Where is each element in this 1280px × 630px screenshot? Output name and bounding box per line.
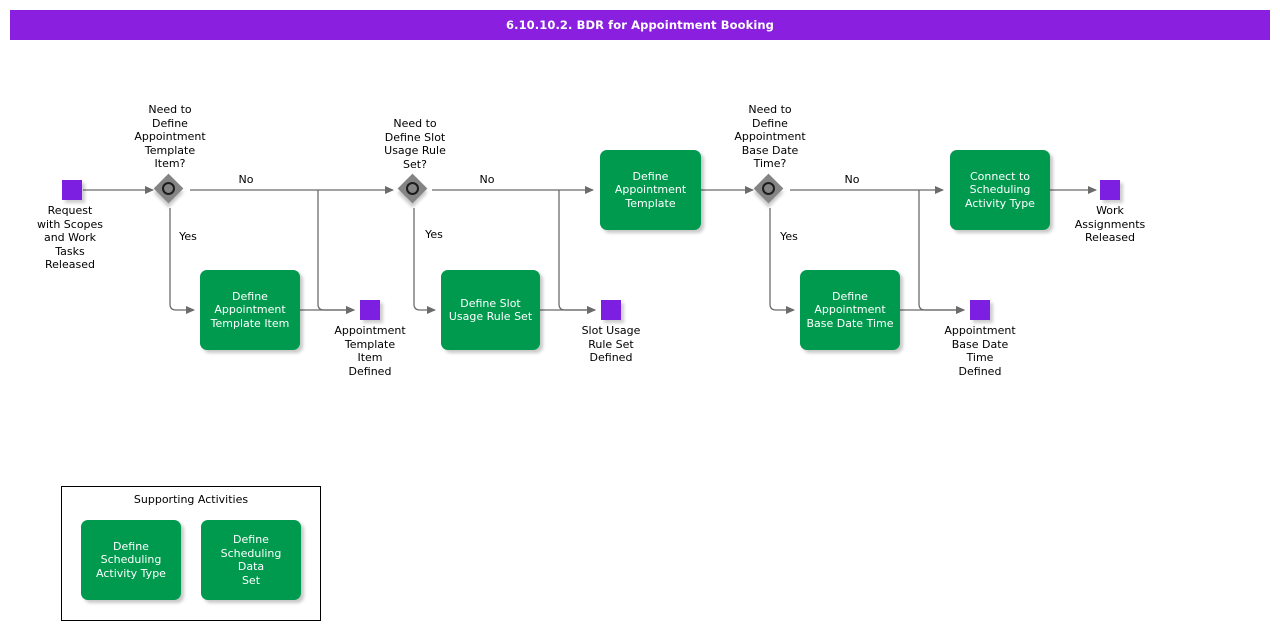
- event-slot-usage-rule-set-defined-label: Slot Usage Rule Set Defined: [581, 324, 641, 364]
- event-appointment-base-date-time-defined[interactable]: [970, 300, 990, 320]
- task-define-scheduling-data-set[interactable]: Define Scheduling Data Set: [201, 520, 301, 600]
- task-define-scheduling-data-set-label: Define Scheduling Data Set: [220, 533, 282, 587]
- event-work-assignments-released[interactable]: [1100, 180, 1120, 200]
- inclusive-gateway-circle-icon: [406, 182, 419, 195]
- page-title: 6.10.10.2. BDR for Appointment Booking: [506, 18, 774, 32]
- task-define-scheduling-activity-type-label: Define Scheduling Activity Type: [96, 539, 166, 580]
- task-connect-to-scheduling-activity-type-label: Connect to Scheduling Activity Type: [965, 169, 1035, 210]
- flow-label-no-3: No: [844, 173, 860, 186]
- event-slot-usage-rule-set-defined[interactable]: [601, 300, 621, 320]
- inclusive-gateway-circle-icon: [162, 182, 175, 195]
- diagram-title-bar: 6.10.10.2. BDR for Appointment Booking: [10, 10, 1270, 40]
- task-define-appointment-template-item-label: Define Appointment Template Item: [210, 289, 290, 330]
- flow-label-no-2: No: [479, 173, 495, 186]
- inclusive-gateway-circle-icon: [762, 182, 775, 195]
- flow-gw1-yes: [169, 208, 195, 314]
- gateway-appointment-template-item-label: Need to Define Appointment Template Item…: [134, 103, 206, 170]
- event-appointment-base-date-time-defined-label: Appointment Base Date Time Defined: [944, 324, 1016, 378]
- gateway-slot-usage-rule-set-label: Need to Define Slot Usage Rule Set?: [384, 117, 446, 171]
- task-define-appointment-base-date-time[interactable]: Define Appointment Base Date Time: [800, 270, 900, 350]
- task-define-appointment-template-label: Define Appointment Template: [614, 169, 687, 210]
- supporting-activities-title: Supporting Activities: [133, 493, 249, 506]
- event-request-released[interactable]: [62, 180, 82, 200]
- flow-gw2-yes: [413, 208, 436, 314]
- task-connect-to-scheduling-activity-type[interactable]: Connect to Scheduling Activity Type: [950, 150, 1050, 230]
- flow-label-yes-3: Yes: [780, 230, 798, 243]
- supporting-activities-group: Supporting Activities Define Scheduling …: [61, 486, 321, 621]
- event-work-assignments-released-label: Work Assignments Released: [1074, 204, 1146, 244]
- flow-gw3-yes: [769, 208, 795, 314]
- task-define-appointment-base-date-time-label: Define Appointment Base Date Time: [806, 289, 894, 330]
- flow-label-yes-2: Yes: [425, 228, 443, 241]
- task-define-slot-usage-rule-set[interactable]: Define Slot Usage Rule Set: [441, 270, 540, 350]
- event-appointment-template-item-defined-label: Appointment Template Item Defined: [334, 324, 406, 378]
- gateway-appointment-template-item[interactable]: [153, 173, 185, 205]
- gateway-appointment-base-date-time-label: Need to Define Appointment Base Date Tim…: [734, 103, 806, 170]
- event-request-released-label: Request with Scopes and Work Tasks Relea…: [36, 204, 104, 271]
- flow-gw2-no-down: [558, 190, 596, 314]
- flow-label-yes-1: Yes: [179, 230, 197, 243]
- task-define-appointment-template[interactable]: Define Appointment Template: [600, 150, 701, 230]
- event-appointment-template-item-defined[interactable]: [360, 300, 380, 320]
- task-define-appointment-template-item[interactable]: Define Appointment Template Item: [200, 270, 300, 350]
- flow-gw1-no-down: [317, 190, 355, 314]
- task-define-slot-usage-rule-set-label: Define Slot Usage Rule Set: [448, 296, 533, 324]
- gateway-slot-usage-rule-set[interactable]: [397, 173, 429, 205]
- task-define-scheduling-activity-type[interactable]: Define Scheduling Activity Type: [81, 520, 181, 600]
- flow-label-no-1: No: [238, 173, 254, 186]
- gateway-appointment-base-date-time[interactable]: [753, 173, 785, 205]
